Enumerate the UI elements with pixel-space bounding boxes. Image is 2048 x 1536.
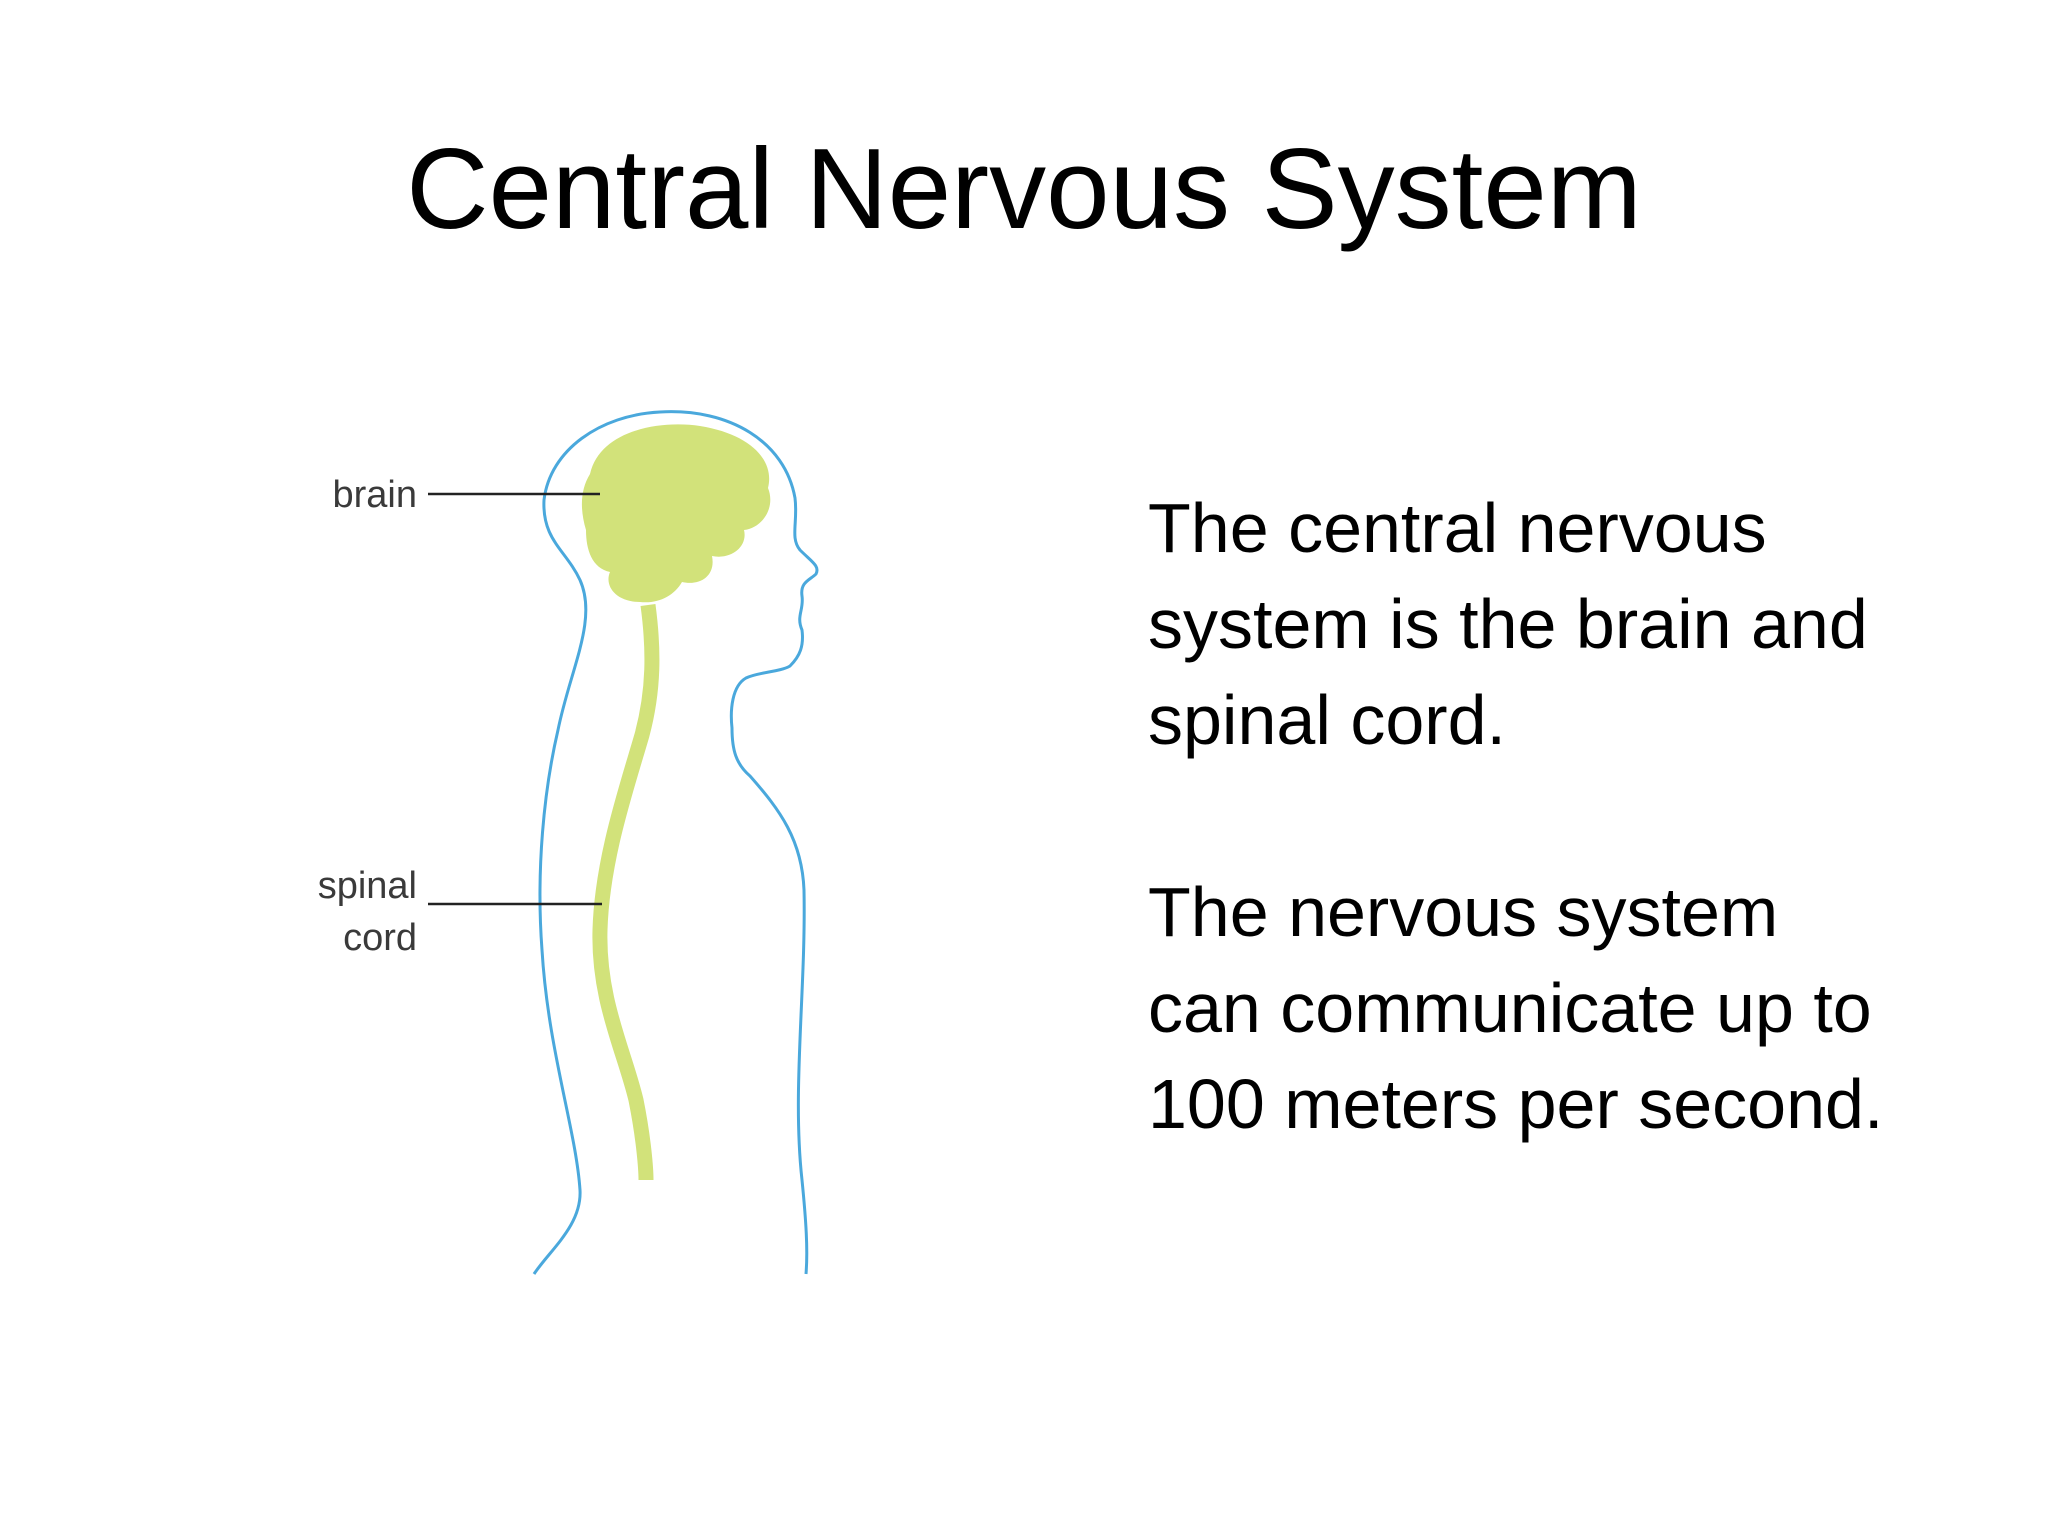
body-outline xyxy=(532,410,819,1275)
cns-diagram: brain spinal cord xyxy=(280,390,840,1290)
paragraph-communication-speed: The nervous system can communicate up to… xyxy=(1148,873,1884,1143)
brain-shape xyxy=(581,424,771,603)
slide-title: Central Nervous System xyxy=(406,126,1642,253)
brain-label: brain xyxy=(333,474,418,516)
spinal-cord-label-line1: spinal xyxy=(318,865,417,907)
cns-diagram-svg: brain spinal cord xyxy=(318,410,819,1275)
spinal-cord-label-line2: cord xyxy=(343,917,417,959)
spinal-cord-shape xyxy=(592,604,660,1181)
paragraph-cns-definition: The central nervous system is the brain … xyxy=(1148,489,1868,759)
body-text: The central nervous system is the brain … xyxy=(1148,480,1908,1152)
